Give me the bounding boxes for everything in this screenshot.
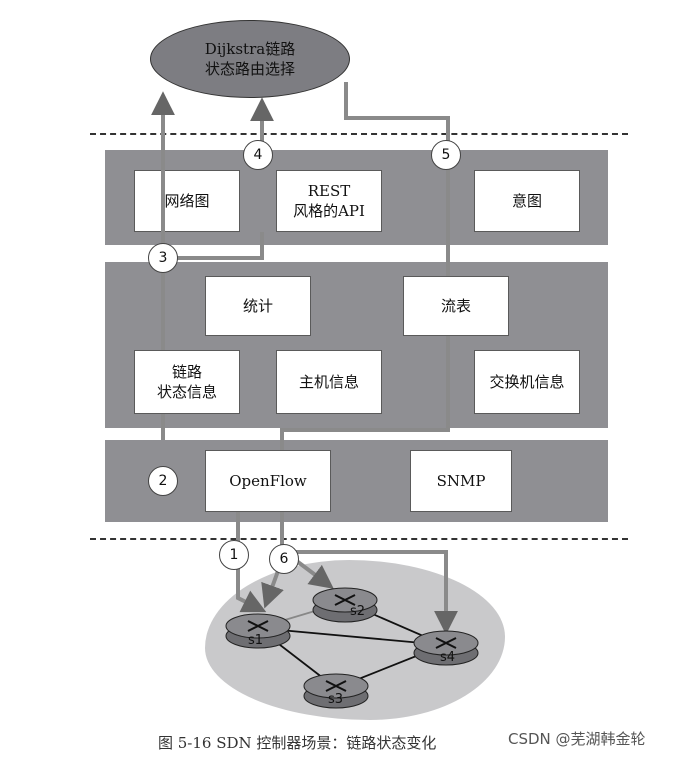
- host-info-box: 主机信息: [276, 350, 382, 414]
- router-s2: [312, 587, 378, 623]
- path-oval-to-flow: [344, 82, 450, 276]
- router-s4: [413, 630, 479, 666]
- router-label-s2: s2: [350, 604, 366, 619]
- path-step6-main: [280, 512, 458, 635]
- router-label-s3: s3: [328, 692, 344, 707]
- statistics-box: 统计: [205, 276, 311, 336]
- path-flow-to-openflow: [280, 336, 450, 450]
- router-label-s4: s4: [440, 650, 456, 665]
- dijkstra-routing-app: Dijkstra链路 状态路由选择: [150, 20, 350, 98]
- intent-box: 意图: [474, 170, 580, 232]
- link-line2: 状态信息: [156, 383, 217, 401]
- network-graph-box: 网络图: [134, 170, 240, 232]
- top-dashed-separator: [90, 133, 628, 135]
- snmp-box: SNMP: [410, 450, 512, 512]
- link-s1-s4: [257, 627, 445, 646]
- step-2-marker: 2: [148, 466, 178, 496]
- oval-line2: 状态路由选择: [204, 60, 295, 78]
- path-step3: [163, 232, 264, 260]
- watermark: CSDN @芜湖韩金轮: [508, 730, 646, 748]
- comm-layer: [105, 440, 608, 522]
- rest-line2: 风格的API: [293, 202, 365, 220]
- bottom-dashed-separator: [90, 538, 628, 540]
- rest-api-box: REST 风格的API: [276, 170, 382, 232]
- flow-table-box: 流表: [403, 276, 509, 336]
- step-1-marker: 1: [219, 540, 249, 570]
- link-line1: 链路: [171, 363, 202, 381]
- figure-caption: 图 5-16 SDN 控制器场景：链路状态变化: [158, 734, 437, 752]
- switch-info-box: 交换机信息: [474, 350, 580, 414]
- router-s1: [225, 613, 291, 649]
- link-state-box: 链路 状态信息: [134, 350, 240, 414]
- step-3-marker: 3: [148, 243, 178, 273]
- openflow-box: OpenFlow: [205, 450, 331, 512]
- step-6-marker: 6: [269, 544, 299, 574]
- oval-line1: Dijkstra链路: [204, 40, 296, 58]
- router-s3: [303, 673, 369, 709]
- router-label-s1: s1: [248, 633, 264, 648]
- step-5-marker: 5: [431, 140, 461, 170]
- rest-line1: REST: [307, 182, 351, 200]
- step-4-marker: 4: [243, 140, 273, 170]
